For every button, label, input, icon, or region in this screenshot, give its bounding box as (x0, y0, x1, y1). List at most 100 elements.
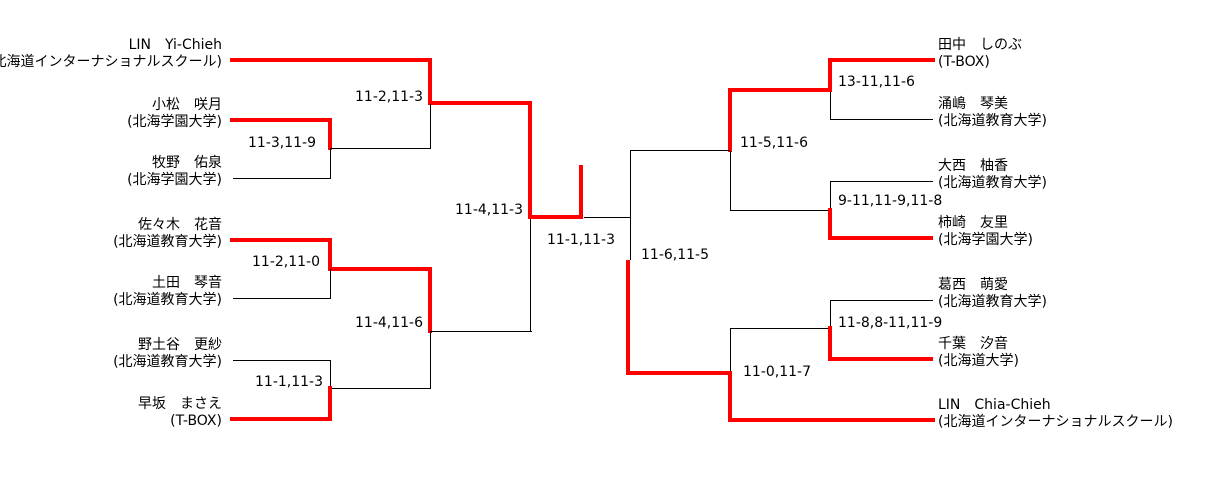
winner-path-line (328, 267, 432, 271)
winner-path-line (728, 371, 732, 422)
match-score: 11-2,11-3 (355, 89, 423, 105)
player-entry: 大西 柚香(北海道教育大学) (938, 158, 1047, 192)
winner-path-line (328, 386, 332, 421)
player-entry: LIN Yi-Chieh(北海道インターナショナルスクール) (0, 37, 222, 71)
bracket-line (233, 298, 330, 299)
champion-indicator-line (579, 165, 583, 217)
winner-path-line (728, 88, 832, 92)
winner-path-line (528, 101, 532, 219)
player-affiliation: (T-BOX) (170, 413, 222, 429)
bracket-line (830, 300, 933, 301)
player-name: 牧野 佑泉 (152, 155, 222, 171)
bracket-line (730, 210, 830, 211)
match-score: 11-1,11-3 (255, 374, 323, 390)
bracket-line (630, 150, 730, 151)
player-entry: 田中 しのぶ(T-BOX) (938, 37, 1022, 71)
bracket-line (233, 178, 330, 179)
player-entry: 野土谷 更紗(北海道教育大学) (113, 337, 222, 371)
match-score: 11-4,11-6 (355, 315, 423, 331)
player-affiliation: (北海学園大学) (127, 172, 222, 188)
bracket-line (430, 331, 532, 332)
match-score: 11-5,11-6 (740, 135, 808, 151)
winner-path-line (230, 238, 332, 242)
player-affiliation: (北海学園大学) (938, 232, 1033, 248)
player-name: 葛西 萌愛 (938, 277, 1008, 293)
winner-path-line (830, 357, 933, 361)
player-name: 大西 柚香 (938, 158, 1008, 174)
winner-path-line (428, 101, 532, 105)
winner-path-line (828, 58, 832, 92)
winner-path-line (230, 417, 332, 421)
winner-path-line (328, 238, 332, 271)
winner-path-line (828, 326, 832, 361)
bracket-line (330, 269, 331, 299)
winner-path-line (528, 215, 583, 219)
winner-path-line (830, 58, 935, 62)
player-entry: 涌嶋 琴美(北海道教育大学) (938, 96, 1047, 130)
winner-path-line (328, 118, 332, 150)
player-affiliation: (T-BOX) (938, 54, 990, 70)
match-score: 11-1,11-3 (547, 232, 615, 248)
bracket-line (430, 332, 431, 389)
winner-path-line (230, 58, 432, 62)
player-entry: 千葉 汐音(北海道大学) (938, 336, 1019, 370)
player-entry: 佐々木 花音(北海道教育大学) (113, 217, 222, 251)
player-name: 柿崎 友里 (938, 215, 1008, 231)
player-name: 小松 咲月 (152, 97, 222, 113)
player-affiliation: (北海道教育大学) (938, 113, 1047, 129)
bracket-line (584, 217, 630, 218)
player-name: 土田 琴音 (152, 275, 222, 291)
match-score: 9-11,11-9,11-8 (838, 193, 943, 209)
bracket-line (233, 360, 330, 361)
winner-path-line (428, 58, 432, 105)
player-affiliation: (北海道大学) (938, 353, 1019, 369)
winner-path-line (830, 236, 933, 240)
match-score: 11-6,11-5 (641, 247, 709, 263)
match-score: 11-2,11-0 (252, 254, 320, 270)
player-entry: 柿崎 友里(北海学園大学) (938, 215, 1033, 249)
bracket-line (330, 148, 430, 149)
bracket-line (830, 92, 831, 120)
bracket-line (830, 181, 933, 182)
bracket-line (630, 150, 631, 260)
player-entry: 牧野 佑泉(北海学園大学) (127, 155, 222, 189)
player-name: 田中 しのぶ (938, 37, 1022, 53)
player-name: LIN Yi-Chieh (128, 37, 222, 53)
winner-path-line (728, 88, 732, 152)
player-entry: LIN Chia-Chieh(北海道インターナショナルスクール) (938, 397, 1173, 431)
player-entry: 小松 咲月(北海学園大学) (127, 97, 222, 131)
player-name: 早坂 まさえ (138, 396, 222, 412)
player-affiliation: (北海道インターナショナルスクール) (0, 54, 222, 70)
player-name: LIN Chia-Chieh (938, 397, 1051, 413)
bracket-line (530, 219, 531, 332)
bracket-line (330, 360, 331, 389)
bracket-line (330, 148, 331, 179)
player-affiliation: (北海道インターナショナルスクール) (938, 414, 1173, 430)
player-name: 涌嶋 琴美 (938, 96, 1008, 112)
player-affiliation: (北海道教育大学) (113, 234, 222, 250)
player-entry: 土田 琴音(北海道教育大学) (113, 275, 222, 309)
match-score: 11-4,11-3 (455, 202, 523, 218)
bracket-line (730, 328, 830, 329)
player-entry: 葛西 萌愛(北海道教育大学) (938, 277, 1047, 311)
player-entry: 早坂 まさえ(T-BOX) (138, 396, 222, 430)
winner-path-line (626, 371, 732, 375)
bracket-line (330, 388, 430, 389)
match-score: 11-0,11-7 (743, 364, 811, 380)
match-score: 11-3,11-9 (248, 135, 316, 151)
bracket-line (730, 151, 731, 211)
player-name: 佐々木 花音 (138, 217, 222, 233)
bracket-line (830, 300, 831, 329)
winner-path-line (828, 208, 832, 240)
bracket-line (430, 104, 431, 149)
bracket-line (830, 119, 933, 120)
bracket-line (830, 181, 831, 211)
winner-path-line (728, 418, 935, 422)
player-affiliation: (北海道教育大学) (113, 292, 222, 308)
winner-path-line (230, 118, 332, 122)
player-affiliation: (北海道教育大学) (938, 175, 1047, 191)
bracket-line (730, 329, 731, 372)
match-score: 13-11,11-6 (838, 74, 915, 90)
player-name: 野土谷 更紗 (138, 337, 222, 353)
player-affiliation: (北海道教育大学) (113, 354, 222, 370)
